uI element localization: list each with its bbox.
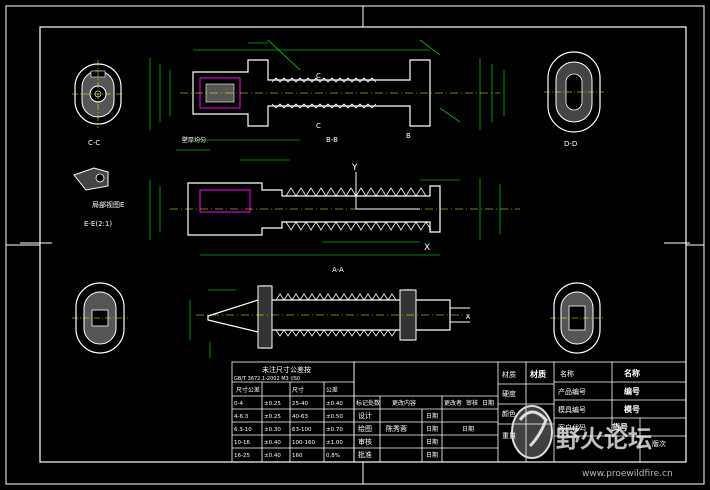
name-label: 名称 — [560, 369, 574, 378]
view-left-end — [72, 282, 128, 354]
tol-row-3-c1: ±0.40 — [264, 440, 281, 446]
watermark-logo-icon — [511, 405, 553, 459]
view-dd: D-D — [544, 51, 604, 148]
marker-x: X — [424, 243, 430, 253]
title-block — [353, 361, 687, 463]
tol-header-0: 尺寸公差 — [236, 386, 260, 394]
tolerance-rows: 0-4 ±0.25 25-40 ±0.40 4-6.3 ±0.25 40-63 … — [234, 401, 343, 459]
tol-row-4-c0: 16-25 — [234, 453, 250, 459]
bb-view-label: B-B — [326, 136, 338, 144]
revision-header-2: 更改者 — [444, 399, 462, 407]
date-label-2: 日期 — [426, 425, 438, 433]
weight-label: 重量 — [502, 432, 516, 440]
tol-row-3-c2: 100-160 — [292, 440, 315, 446]
mold-no-label: 模具编号 — [558, 405, 586, 414]
marker-a-profile: A — [466, 314, 471, 321]
tol-row-0-c3: ±0.40 — [326, 401, 343, 407]
check-label: 审核 — [358, 437, 372, 446]
product-no-value: 编号 — [624, 386, 640, 396]
material-label: 材质 — [502, 370, 516, 379]
design-label: 设计 — [358, 411, 372, 420]
watermark-url: www.proewildfire.cn — [582, 469, 673, 479]
detail-e: 局部视图E E-E(2:1) — [73, 167, 124, 228]
view-bb: C C B B-B — [149, 39, 505, 144]
approve-label: 批准 — [358, 450, 372, 459]
dd-view-label: D-D — [564, 140, 577, 148]
tolerance-standard: GB/T 3672.1-2002 M3 (IS0 — [234, 376, 300, 382]
tol-row-1-c1: ±0.25 — [264, 414, 281, 420]
detail-e-label: 局部视图E — [92, 200, 124, 209]
revision-header-0: 标记处数 — [356, 399, 380, 407]
tol-row-0-c1: ±0.25 — [264, 401, 281, 407]
customer-label: 客户代码 — [558, 423, 586, 432]
hardness-label: 硬度 — [502, 389, 516, 398]
detail-e-scale: E-E(2:1) — [84, 220, 112, 228]
tol-row-1-c0: 4-6.3 — [234, 414, 249, 420]
customer-value: 货号 — [611, 422, 628, 432]
revision-header-4: 日期 — [482, 399, 494, 407]
tol-row-4-c2: 160 — [292, 453, 303, 459]
revision-header-3: 审核 — [466, 399, 478, 407]
view-cc: C-C — [72, 60, 124, 147]
marker-c-bottom: C — [316, 122, 321, 130]
tol-row-2-c3: ±0.70 — [326, 427, 343, 433]
tol-header-2: 公差 — [326, 386, 338, 394]
tol-header-1: 尺寸 — [292, 386, 304, 394]
watermark: 野火论坛 www.proewildfire.cn — [511, 405, 673, 479]
aa-view-label: A-A — [332, 266, 344, 274]
name-value: 名称 — [624, 368, 640, 378]
tol-row-2-c1: ±0.30 — [264, 427, 281, 433]
color-label: 颜色 — [502, 409, 516, 418]
material-value: 材质 — [530, 369, 546, 379]
drawer-name: 陈秀蓉 — [386, 424, 407, 433]
date-value: 日期 — [462, 425, 474, 433]
revision-header-1: 更改内容 — [392, 399, 416, 407]
tol-row-3-c0: 10-16 — [234, 440, 250, 446]
marker-y: Y — [351, 163, 358, 173]
tol-row-2-c0: 6.3-10 — [234, 427, 252, 433]
watermark-site-name: 野火论坛 — [556, 425, 652, 453]
tol-row-0-c0: 0-4 — [234, 401, 243, 407]
tol-row-4-c3: 0.8% — [326, 453, 340, 459]
tol-row-4-c1: ±0.40 — [264, 453, 281, 459]
tol-row-2-c2: 63-100 — [292, 427, 312, 433]
marker-b-left: B — [406, 132, 411, 140]
view-aa: Y X A-A — [149, 149, 520, 274]
tolerance-table — [231, 361, 355, 463]
tol-row-3-c3: ±1.00 — [326, 440, 343, 446]
tol-row-1-c2: 40-63 — [292, 414, 308, 420]
centering-marks — [6, 6, 704, 484]
date-label-4: 日期 — [426, 451, 438, 459]
mold-no-value: 模号 — [624, 404, 640, 414]
date-label-1: 日期 — [426, 412, 438, 420]
draw-label: 绘图 — [358, 424, 372, 433]
count-label: 版次 — [652, 439, 666, 448]
tolerance-title: 未注尺寸公差按 — [262, 365, 311, 374]
wall-thickness-note: 壁厚均匀 — [182, 136, 206, 144]
product-no-label: 产品编号 — [558, 387, 586, 396]
view-profile: A — [189, 285, 471, 358]
marker-c-top: C — [316, 72, 321, 80]
view-right-end — [550, 282, 604, 354]
date-label-3: 日期 — [426, 438, 438, 446]
tol-row-1-c3: ±0.50 — [326, 414, 343, 420]
cc-view-label: C-C — [88, 139, 100, 147]
tol-row-0-c2: 25-40 — [292, 401, 308, 407]
